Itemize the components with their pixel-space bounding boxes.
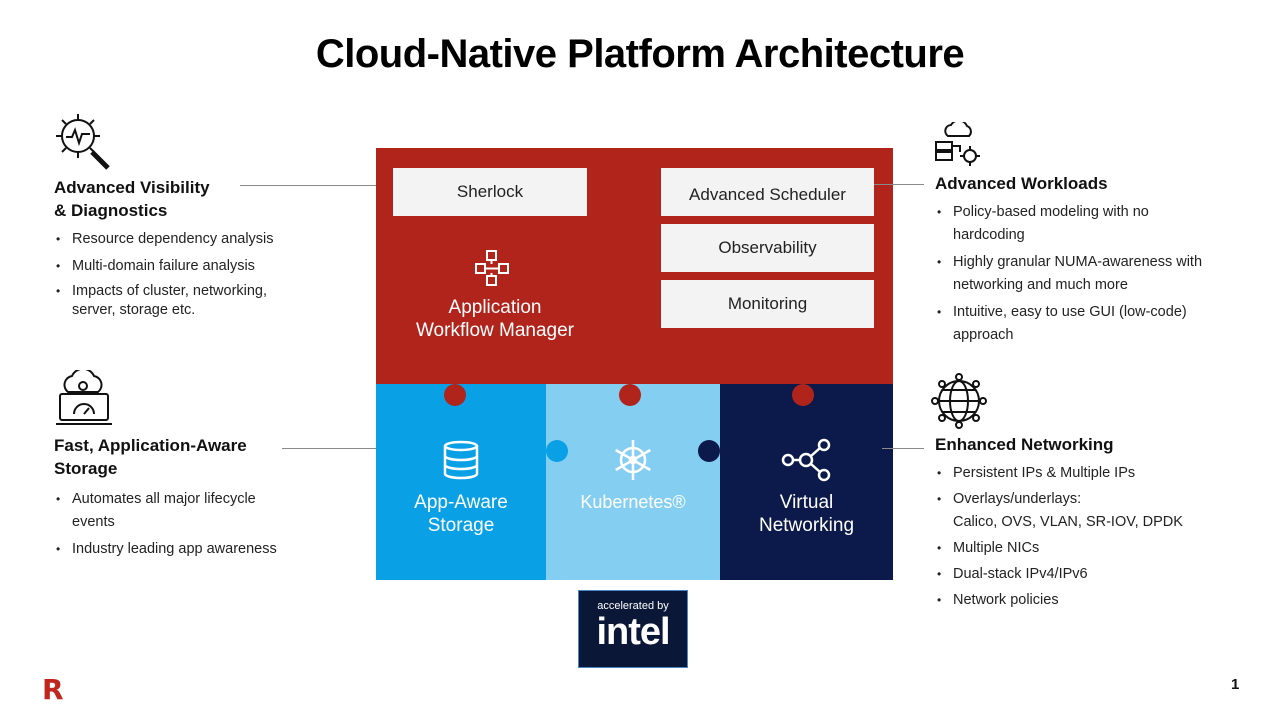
networking-piece: Virtual Networking bbox=[720, 384, 893, 580]
list-item: Persistent IPs & Multiple IPs bbox=[935, 462, 1235, 485]
networking-bullets: Persistent IPs & Multiple IPs Overlays/u… bbox=[935, 462, 1235, 612]
visibility-bullets: Resource dependency analysis Multi-domai… bbox=[54, 228, 304, 320]
storage-title: Fast, Application-Aware Storage bbox=[54, 436, 247, 478]
puzzle-knob bbox=[444, 384, 466, 406]
connector-line bbox=[882, 448, 924, 449]
list-item: Policy-based modeling with no hardcoding bbox=[935, 201, 1168, 247]
monitoring-box: Monitoring bbox=[661, 280, 874, 328]
network-nodes-icon bbox=[780, 438, 832, 482]
storage-piece-label: App-Aware Storage bbox=[414, 492, 508, 536]
list-item: Overlays/underlays: Calico, OVS, VLAN, S… bbox=[935, 488, 1235, 534]
globe-network-icon bbox=[930, 372, 988, 430]
cloud-server-gear-icon bbox=[934, 119, 984, 170]
observability-box: Observability bbox=[661, 224, 874, 272]
workflow-icon bbox=[472, 248, 512, 288]
intel-badge-small: accelerated by bbox=[597, 600, 669, 612]
sherlock-label: Sherlock bbox=[456, 182, 524, 201]
puzzle-knob bbox=[619, 384, 641, 406]
advanced-scheduler-box: Advanced Scheduler bbox=[661, 168, 874, 216]
cloud-laptop-icon bbox=[54, 367, 114, 428]
connector-line bbox=[240, 185, 400, 186]
networking-section: Enhanced Networking Persistent IPs & Mul… bbox=[935, 433, 1235, 616]
connector-line bbox=[874, 184, 924, 185]
workloads-title: Advanced Workloads bbox=[935, 174, 1108, 193]
storage-section: Fast, Application-Aware Storage Automate… bbox=[54, 434, 314, 565]
list-item: Network policies bbox=[935, 589, 1235, 612]
list-item: Multi-domain failure analysis bbox=[54, 255, 304, 278]
visibility-section: Advanced Visibility & Diagnostics Resour… bbox=[54, 176, 304, 324]
networking-title: Enhanced Networking bbox=[935, 435, 1114, 454]
visibility-title: Advanced Visibility & Diagnostics bbox=[54, 178, 210, 220]
storage-bullets: Automates all major lifecycle events Ind… bbox=[54, 488, 314, 561]
storage-piece: App-Aware Storage bbox=[376, 384, 546, 580]
kubernetes-piece-label: Kubernetes® bbox=[580, 492, 686, 512]
sherlock-box: Sherlock bbox=[393, 168, 587, 216]
puzzle-knob bbox=[792, 384, 814, 406]
list-item: Automates all major lifecycle events bbox=[54, 488, 292, 534]
intel-badge: accelerated by intel bbox=[578, 590, 688, 668]
list-item: Intuitive, easy to use GUI (low-code) ap… bbox=[935, 301, 1213, 347]
kubernetes-helm-icon bbox=[609, 436, 657, 484]
kubernetes-piece: Kubernetes® bbox=[546, 384, 720, 580]
workflow-manager-label: Application Workflow Manager bbox=[415, 297, 575, 341]
workloads-bullets: Policy-based modeling with no hardcoding… bbox=[935, 201, 1215, 347]
puzzle-knob bbox=[546, 440, 568, 462]
gear-magnifier-icon bbox=[52, 110, 116, 172]
database-icon bbox=[442, 440, 480, 480]
brand-logo: R bbox=[42, 673, 64, 706]
list-item: Industry leading app awareness bbox=[54, 538, 314, 561]
puzzle-knob bbox=[698, 440, 720, 462]
monitoring-label: Monitoring bbox=[727, 294, 808, 313]
page-title: Cloud-Native Platform Architecture bbox=[315, 32, 965, 76]
list-item: Dual-stack IPv4/IPv6 bbox=[935, 563, 1235, 586]
observability-label: Observability bbox=[718, 238, 817, 257]
workloads-section: Advanced Workloads Policy-based modeling… bbox=[935, 172, 1215, 351]
list-item: Impacts of cluster, networking, server, … bbox=[54, 282, 304, 320]
advanced-scheduler-label: Advanced Scheduler bbox=[689, 185, 846, 204]
networking-piece-label: Virtual Networking bbox=[758, 492, 855, 536]
list-item: Highly granular NUMA-awareness with netw… bbox=[935, 251, 1203, 297]
connector-line bbox=[282, 448, 390, 449]
list-item: Resource dependency analysis bbox=[54, 228, 304, 251]
page-number: 1 bbox=[1231, 676, 1240, 693]
list-item: Multiple NICs bbox=[935, 537, 1235, 560]
intel-badge-logo: intel bbox=[596, 611, 670, 653]
